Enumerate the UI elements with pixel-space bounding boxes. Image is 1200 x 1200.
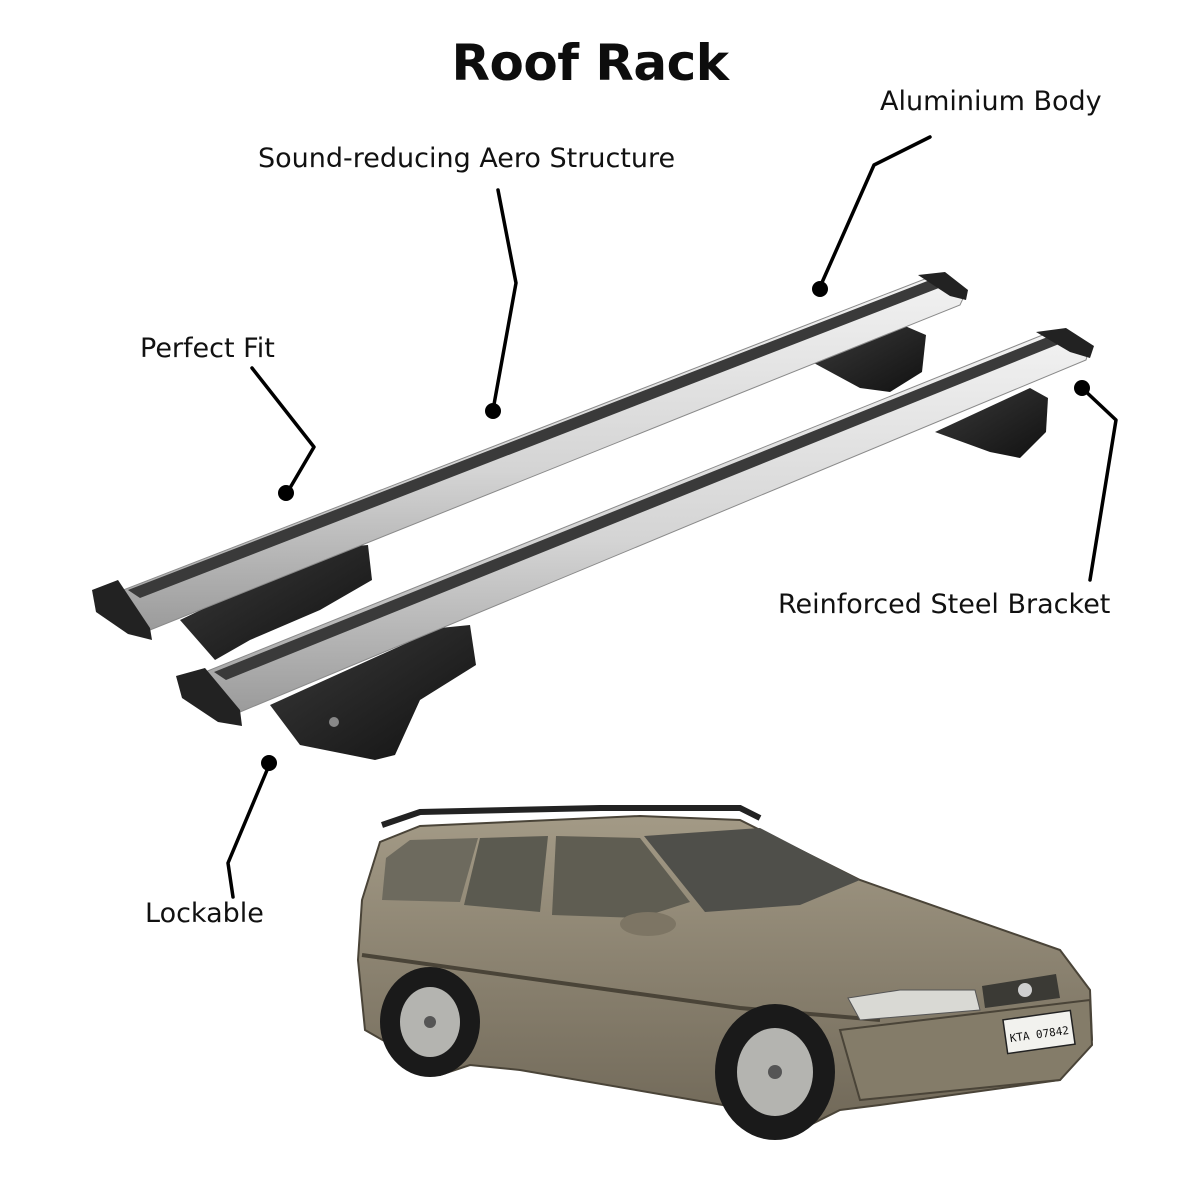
rear-bar-groove [128, 280, 944, 598]
license-plate [1002, 1009, 1076, 1055]
car-headlight [847, 989, 981, 1021]
station-wagon-car: KTA 07842 [356, 805, 1094, 1140]
callout-aluminium-body: Aluminium Body [880, 86, 1102, 117]
leader-perfect-fit [250, 366, 316, 495]
rear-bar-foot-right [812, 326, 926, 392]
car-windshield [644, 828, 860, 912]
front-crossbar [176, 328, 1094, 760]
car-rear-wheel [380, 967, 480, 1077]
callout-reinforced-bracket: Reinforced Steel Bracket [778, 589, 1111, 620]
front-bar-groove [214, 336, 1064, 680]
car-front-wheel [715, 1004, 835, 1140]
front-bar-endcap-left [176, 668, 242, 726]
lock-cylinder [329, 717, 339, 727]
rear-bar-endcap-right [918, 272, 968, 300]
leader-aero-structure [491, 188, 518, 412]
leader-aluminium-body [818, 135, 932, 289]
front-bar-foot-left [270, 625, 476, 760]
front-bar-foot-right [935, 388, 1048, 458]
page-title: Roof Rack [451, 34, 730, 92]
dot-aero-structure [485, 403, 501, 419]
dot-reinforced-bracket [1074, 380, 1090, 396]
dot-perfect-fit [278, 485, 294, 501]
dot-lockable [261, 755, 277, 771]
car-front-door-window [552, 836, 690, 918]
front-bar-endcap-right [1036, 328, 1094, 358]
callout-lockable: Lockable [145, 898, 264, 929]
rear-bar-endcap-left [92, 580, 152, 640]
callout-perfect-fit: Perfect Fit [140, 333, 275, 364]
rear-bar-foot-left [180, 545, 372, 660]
car-rear-door-window [464, 836, 548, 912]
callout-dots [261, 281, 1090, 771]
leader-lockable [226, 761, 272, 899]
car-side-trim [361, 953, 881, 1022]
car-roof-rails [381, 805, 762, 828]
callout-aero-structure: Sound-reducing Aero Structure [258, 143, 676, 174]
rear-crossbar [92, 272, 968, 660]
car-badge [1018, 983, 1032, 997]
dot-aluminium-body [812, 281, 828, 297]
car-side-mirror [620, 912, 676, 936]
car-rear-window [382, 838, 478, 902]
callout-leader-lines [226, 135, 1118, 899]
leader-reinforced-bracket [1080, 386, 1118, 582]
